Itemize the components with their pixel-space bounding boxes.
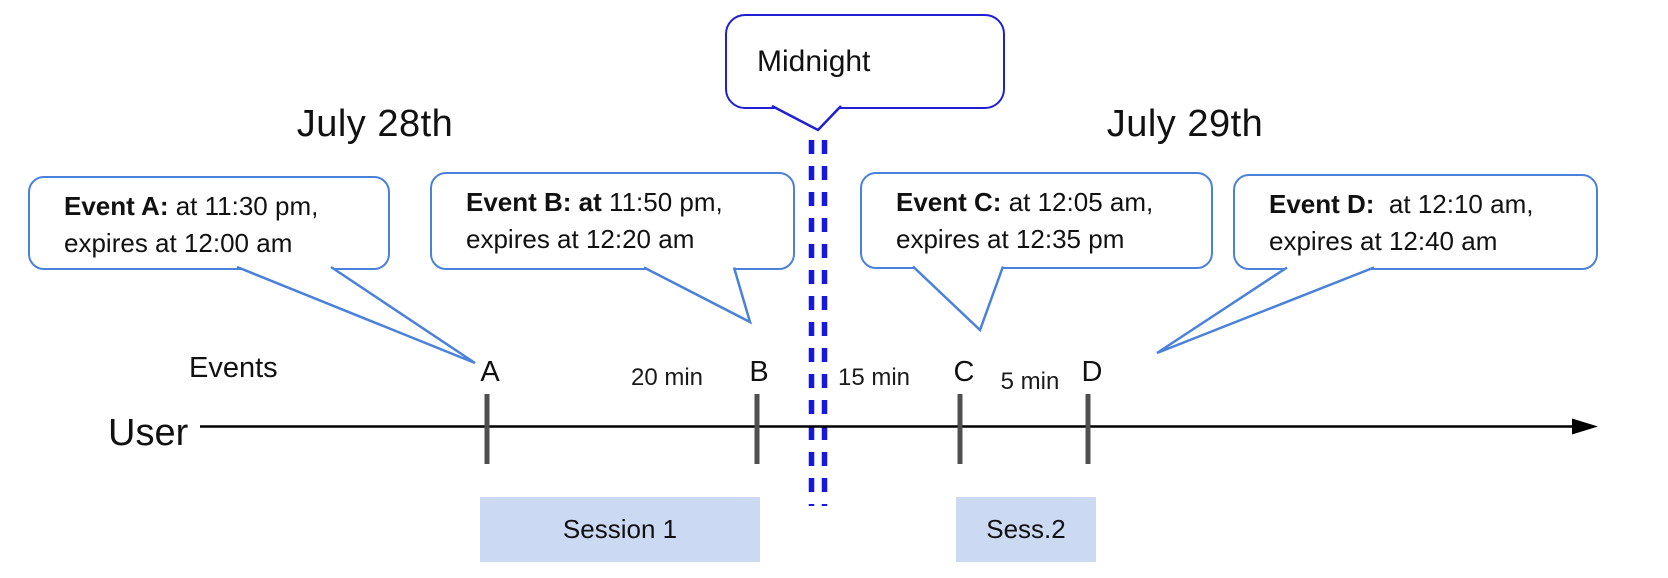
- callout-event-a-line2: expires at 12:00 am: [64, 228, 293, 258]
- callout-event-d-time: at 12:10 am,: [1374, 189, 1534, 219]
- session-1-label: Session 1: [562, 514, 678, 544]
- callout-event-b-line1: Event B: at 11:50 pm,: [466, 184, 779, 221]
- callout-event-d-line1: Event D: at 12:10 am,: [1269, 186, 1582, 223]
- gap-label-5min: 5 min: [1000, 368, 1060, 395]
- events-row-label: Events: [189, 352, 278, 384]
- callout-event-d-title: Event D:: [1269, 189, 1375, 219]
- callout-event-d-line2: expires at 12:40 am: [1269, 226, 1498, 256]
- callout-event-c: Event C: at 12:05 am, expires at 12:35 p…: [860, 172, 1213, 269]
- callout-b-tail: [643, 266, 753, 325]
- gap-label-15min: 15 min: [837, 364, 911, 391]
- callout-event-c-time: at 12:05 am,: [1001, 187, 1154, 217]
- callout-event-c-line2: expires at 12:35 pm: [896, 224, 1125, 254]
- timeline-arrowhead-icon: [1572, 418, 1598, 435]
- callout-event-a-line1: Event A: at 11:30 pm,: [64, 188, 374, 225]
- callout-event-a-time: at 11:30 pm,: [168, 191, 319, 221]
- session-1-box: Session 1: [480, 497, 760, 562]
- tick-label-b: B: [749, 356, 769, 388]
- callout-d-tail: [1156, 266, 1375, 355]
- callout-event-d: Event D: at 12:10 am, expires at 12:40 a…: [1233, 174, 1598, 270]
- callout-event-b-title: Event B: at: [466, 187, 602, 217]
- tick-label-a: A: [480, 356, 500, 388]
- tick-label-d: D: [1081, 356, 1103, 388]
- tick-label-c: C: [953, 356, 975, 388]
- callout-event-c-line1: Event C: at 12:05 am,: [896, 184, 1197, 221]
- session-2-label: Sess.2: [986, 514, 1066, 544]
- title-july-28: July 28th: [296, 103, 454, 145]
- midnight-callout: Midnight: [725, 14, 1005, 109]
- callout-event-b: Event B: at 11:50 pm, expires at 12:20 a…: [430, 172, 795, 270]
- callout-event-c-title: Event C:: [896, 187, 1002, 217]
- callout-c-tail: [912, 265, 1005, 333]
- callout-event-a-title: Event A:: [64, 191, 169, 221]
- session-2-box: Sess.2: [956, 497, 1096, 562]
- callout-a-tail: [236, 265, 476, 365]
- callout-event-b-time: 11:50 pm,: [601, 187, 723, 217]
- midnight-label: Midnight: [757, 44, 871, 78]
- midnight-callout-tail: [771, 104, 842, 132]
- title-july-29: July 29th: [1106, 103, 1264, 145]
- user-axis-label: User: [108, 412, 189, 454]
- callout-event-a: Event A: at 11:30 pm, expires at 12:00 a…: [28, 176, 390, 270]
- gap-label-20min: 20 min: [630, 364, 704, 391]
- callout-event-b-line2: expires at 12:20 am: [466, 224, 695, 254]
